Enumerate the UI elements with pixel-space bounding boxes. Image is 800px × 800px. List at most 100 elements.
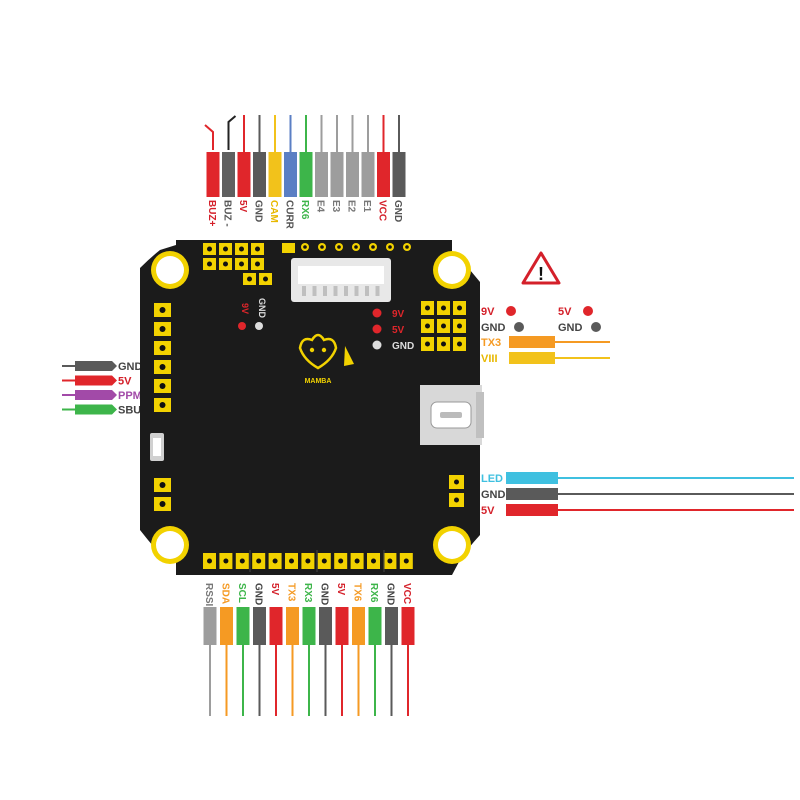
top-wire-label: E2 <box>346 200 357 213</box>
wire-sleeve <box>361 152 375 197</box>
right-wire-label: 5V <box>481 505 495 517</box>
right-wire-label: VIII <box>481 353 498 365</box>
top-wire-label: CURR <box>284 200 295 230</box>
left-pad-hole <box>159 482 166 488</box>
left-pad-hole <box>159 326 166 332</box>
wire-sleeve <box>506 472 558 484</box>
wire-sleeve <box>509 352 555 364</box>
board-dot <box>238 322 246 330</box>
top-pin-hole <box>371 245 375 249</box>
top-wire-label: RX6 <box>299 200 310 220</box>
jst-connector-inner <box>298 266 384 284</box>
jst-pin <box>302 286 306 296</box>
right-wire-label: TX3 <box>481 337 501 349</box>
top-pad-hole <box>207 261 212 267</box>
board-pad-label: 9V <box>392 309 405 320</box>
pad-label: 5V <box>558 306 572 318</box>
right-pad-hole <box>457 305 462 311</box>
bottom-pad-hole <box>354 558 360 564</box>
top-pad-hole <box>263 276 268 282</box>
bottom-wire-label: SDA <box>220 583 231 604</box>
board-pad-label: GND <box>392 341 414 352</box>
bottom-wire-label: VCC <box>401 583 412 604</box>
mamba-logo-icon <box>298 333 338 370</box>
top-pad-hole <box>247 276 252 282</box>
right-pad-hole <box>425 341 430 347</box>
pad-dot <box>583 306 593 316</box>
left-pad-hole <box>159 364 166 370</box>
right-pad-hole <box>454 497 459 503</box>
left-pad-hole <box>159 501 166 507</box>
wire-sleeve <box>368 607 382 645</box>
right-pad-hole <box>441 323 446 329</box>
top-wire-label: E3 <box>330 200 341 213</box>
bottom-wire-label: GND <box>319 583 330 605</box>
board-dot <box>372 324 382 334</box>
wire-sleeve <box>284 152 297 197</box>
bottom-wire-label: TX3 <box>286 583 297 602</box>
right-wire-label: GND <box>481 489 506 501</box>
wire-sleeve <box>268 152 282 197</box>
top-wire-label: BUZ+ <box>206 200 217 227</box>
top-pin-hole <box>320 245 324 249</box>
top-pad-hole <box>207 246 212 252</box>
jst-pin <box>365 286 369 296</box>
wire-sleeve <box>203 607 217 645</box>
board-pad-label: 5V <box>392 325 405 336</box>
jst-pin <box>375 286 380 296</box>
left-pad-hole <box>159 345 166 351</box>
wire-sleeve <box>346 152 359 197</box>
wire-sleeve <box>330 152 344 197</box>
bottom-pad-hole <box>239 558 245 564</box>
bottom-pad-hole <box>207 558 212 564</box>
bottom-pad-hole <box>289 558 294 564</box>
wire-lead <box>204 124 214 150</box>
warning-icon-glyph: ! <box>538 264 544 284</box>
top-wire-label: GND <box>392 200 403 222</box>
right-pad-hole <box>441 341 446 347</box>
mount-hole <box>438 256 466 284</box>
top-pad-hole <box>239 261 244 267</box>
top-pin-hole <box>303 245 307 249</box>
wire-sleeve <box>75 375 117 386</box>
wire-sleeve <box>222 152 235 197</box>
top-pin-hole <box>354 245 358 249</box>
bottom-pad-hole <box>321 558 327 564</box>
bottom-pad-hole <box>371 558 376 564</box>
right-pad-hole <box>457 341 462 347</box>
mount-hole <box>438 531 466 559</box>
bottom-wire-label: RSSI <box>203 583 214 607</box>
mamba-logo-eye <box>321 347 327 353</box>
top-wire-label: E4 <box>315 200 326 213</box>
board-pad-label: GND <box>257 298 267 319</box>
jst-pin <box>312 286 317 296</box>
pad-dot <box>591 322 601 332</box>
wire-sleeve <box>377 152 390 197</box>
board-dot <box>255 322 263 330</box>
right-pad-hole <box>425 305 430 311</box>
pad-label: 9V <box>481 306 495 318</box>
wire-sleeve <box>506 488 558 500</box>
right-pad-hole <box>425 323 430 329</box>
wire-sleeve <box>506 504 558 516</box>
top-wire-label: E1 <box>361 200 372 213</box>
top-wire-label: CAM <box>268 200 279 223</box>
wire-sleeve <box>253 152 266 197</box>
top-pad-hole <box>223 261 228 267</box>
bottom-pad-hole <box>223 558 229 564</box>
side-button-cap <box>153 438 161 456</box>
right-pad-hole <box>441 305 446 311</box>
pad-dot <box>514 322 524 332</box>
left-pad-hole <box>159 383 166 389</box>
pcb-board <box>140 240 480 575</box>
wire-sleeve <box>302 607 316 645</box>
left-pad-hole <box>159 402 166 408</box>
jst-pin <box>344 286 348 296</box>
wire-sleeve <box>392 152 406 197</box>
pad-dot <box>506 306 516 316</box>
wire-sleeve <box>286 607 299 645</box>
wire-sleeve <box>509 336 555 348</box>
left-wire-label: 5V <box>118 376 132 388</box>
wire-sleeve <box>385 607 398 645</box>
